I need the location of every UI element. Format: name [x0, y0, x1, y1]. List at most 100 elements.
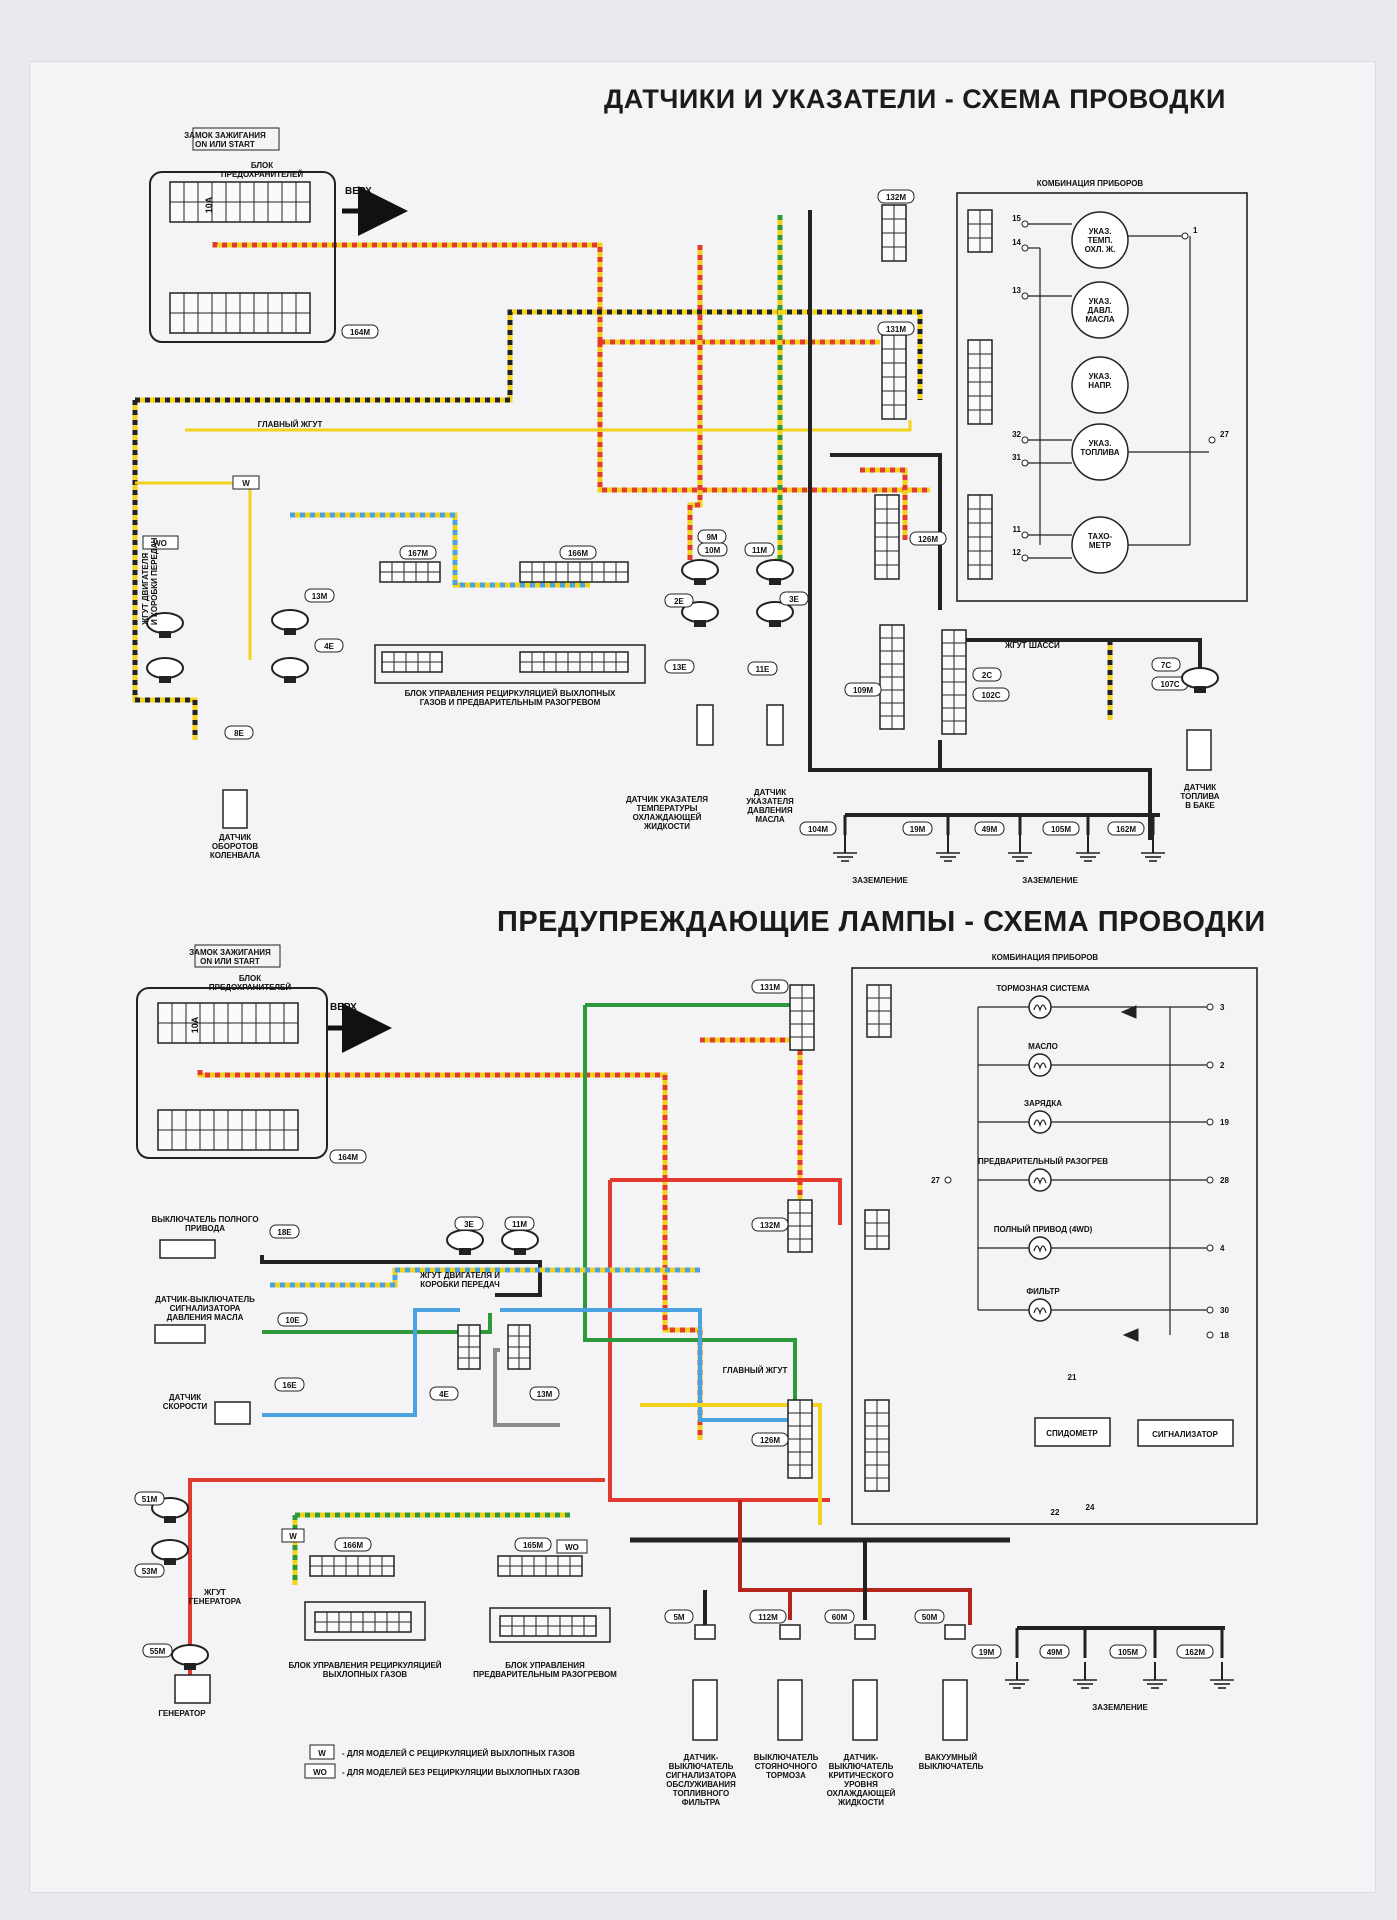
- conn-right-3: [864, 1209, 890, 1250]
- c165m-label-tag: [514, 1537, 552, 1552]
- lamp-feed-2: [700, 1037, 803, 1210]
- vacuum-switch-label-line: ВЫКЛЮЧАТЕЛЬ: [919, 1762, 984, 1771]
- c53m-code: 53M: [142, 1567, 158, 1576]
- cluster-pin: [1021, 459, 1029, 467]
- c13m-2-code-line: 13M: [537, 1390, 553, 1399]
- c166m-label-tag: [559, 545, 597, 560]
- c166m-2-label-code: 166M: [343, 1541, 363, 1550]
- c11m-2-code-line: 11M: [512, 1220, 527, 1229]
- c18e-code-line: 18E: [277, 1228, 292, 1237]
- ground-label-1: ЗАЗЕМЛЕНИЕ: [852, 876, 908, 885]
- yellow-main-base: [185, 420, 912, 432]
- fuel-filter-switch: [692, 1679, 718, 1741]
- c2c-label-tag: [972, 667, 1002, 682]
- yellow-black-2: [132, 400, 198, 740]
- ground-tag-0-tag: [799, 821, 837, 836]
- fuse-block-bottom: [136, 987, 328, 1159]
- ignition-switch-box: [192, 127, 280, 151]
- ground-tag-2-0-tag: [971, 1644, 1002, 1659]
- oil-switch-label-line: СИГНАЛИЗАТОРА: [170, 1304, 241, 1313]
- cluster-pin-number-line: 31: [1012, 453, 1021, 462]
- c18e-code: 18E: [277, 1228, 292, 1237]
- lamp-cluster-label: КОМБИНАЦИЯ ПРИБОРОВ: [992, 953, 1099, 962]
- speedo-pin-21: 21: [1068, 1373, 1077, 1382]
- cluster-pin-number-line: 11: [1013, 525, 1022, 534]
- glow-unit-pins: [499, 1615, 597, 1637]
- legend-wo-text-line: - ДЛЯ МОДЕЛЕЙ БЕЗ РЕЦИРКУЛЯЦИИ ВЫХЛОПНЫХ…: [342, 1768, 580, 1777]
- fuel-filter-switch-plug: [694, 1624, 716, 1640]
- red-dashed-box-top-base: [610, 1178, 842, 1225]
- wo-tag-l-text: WO: [565, 1543, 579, 1552]
- c3e-code: 3E: [789, 595, 799, 604]
- glow-unit-label-line: ПРЕДВАРИТЕЛЬНЫМ РАЗОГРЕВОМ: [473, 1670, 617, 1679]
- legend-w-text: - ДЛЯ МОДЕЛЕЙ С РЕЦИРКУЛЯЦИЕЙ ВЫХЛОПНЫХ …: [342, 1749, 575, 1758]
- brake-lamp: [1028, 995, 1052, 1019]
- plug-2e-pin: [694, 620, 706, 627]
- lamp-pin-number-line: 28: [1220, 1176, 1229, 1185]
- plug-3e-2-pin: [459, 1248, 471, 1255]
- egr-unit-label-line: ГАЗОВ И ПРЕДВАРИТЕЛЬНЫМ РАЗОГРЕВОМ: [420, 698, 601, 707]
- fuel-sensor-label-line: ДАТЧИК: [1184, 783, 1216, 792]
- awd-lamp-label-line: ПОЛНЫЙ ПРИВОД (4WD): [994, 1225, 1093, 1234]
- c3e-code-line: 3E: [789, 595, 799, 604]
- gauge-oil: [1071, 281, 1129, 339]
- c166m-label-code: 166M: [568, 549, 588, 558]
- gauge-oil-text: УКАЗ.ДАВЛ.МАСЛА: [1085, 297, 1114, 324]
- coolant-level-switch-label-line: ВЫКЛЮЧАТЕЛЬ: [829, 1762, 894, 1771]
- gauge-temp-text-line: ОХЛ. Ж.: [1085, 245, 1116, 254]
- oil-sensor: [766, 704, 784, 746]
- egr-unit-2-label-line: БЛОК УПРАВЛЕНИЯ РЕЦИРКУЛЯЦИЕЙ: [288, 1661, 441, 1670]
- speed-sensor-label-line: СКОРОСТИ: [163, 1402, 208, 1411]
- main-harness-label-g-line: ГЛАВНЫЙ ЖГУТ: [258, 420, 323, 429]
- ground-tag-3-code: 105M: [1051, 825, 1071, 834]
- preheat-lamp-label-line: ПРЕДВАРИТЕЛЬНЫЙ РАЗОГРЕВ: [978, 1157, 1108, 1166]
- coolant-level-switch-label-line: ДАТЧИК-: [844, 1753, 879, 1762]
- ground-tag-0-code-line: 104M: [808, 825, 828, 834]
- lamp-pin: [1206, 1176, 1214, 1184]
- wo-tag-g: [142, 535, 179, 550]
- generator-label: ГЕНЕРАТОР: [158, 1709, 206, 1718]
- c10e-code: 10E: [285, 1316, 300, 1325]
- c11m-code: 11M: [752, 546, 767, 555]
- yellow-main-2: [640, 1403, 822, 1525]
- conn-166m: [519, 561, 629, 583]
- crank-sensor-label-line: ДАТЧИК: [219, 833, 251, 842]
- ignition-switch-label-2-line: ЗАМОК ЗАЖИГАНИЯ: [189, 948, 271, 957]
- vacuum-switch-tag-tag: [914, 1609, 945, 1624]
- cluster-pin: [1021, 292, 1029, 300]
- cluster-pin-number: 12: [1012, 548, 1021, 557]
- c131m-2-label-code: 131M: [760, 983, 780, 992]
- c132m-label-code: 132M: [886, 193, 906, 202]
- c53m-code-line: 53M: [142, 1567, 158, 1576]
- cluster-pin: [1021, 554, 1029, 562]
- c2e-tag: [664, 593, 694, 608]
- c7c-code: 7C: [1161, 661, 1171, 670]
- ground-tag-2-3-tag: [1176, 1644, 1214, 1659]
- egr-unit-2: [304, 1601, 426, 1641]
- coolant-level-switch-tag-code-line: 60M: [832, 1613, 848, 1622]
- c131m-label-tag: [877, 321, 915, 336]
- c13m-g-code: 13M: [312, 592, 328, 601]
- c11m-2-code: 11M: [512, 1220, 527, 1229]
- gray-wire-base: [493, 1348, 560, 1427]
- brake-lamp-filament: [1033, 1004, 1047, 1013]
- c7c-code-line: 7C: [1161, 661, 1171, 670]
- coolant-level-switch-label-line: ЖИДКОСТИ: [837, 1798, 884, 1807]
- c166m-2-label-tag: [334, 1537, 372, 1552]
- red-dashed-left-base: [608, 1180, 830, 1502]
- c164m-2-code: 164M: [338, 1153, 358, 1162]
- coolant-level-switch-tag-code: 60M: [832, 1613, 848, 1622]
- c107c-code: 107C: [1160, 680, 1179, 689]
- coolant-level-switch-plug: [854, 1624, 876, 1640]
- w-tag-l: [281, 1528, 305, 1543]
- conn-167m: [379, 561, 441, 583]
- lamp-pin-number-line: 18: [1220, 1331, 1229, 1340]
- gauge-fuel-text: УКАЗ.ТОПЛИВА: [1080, 439, 1119, 457]
- filter-lamp-label-line: ФИЛЬТР: [1026, 1287, 1060, 1296]
- fuel-sensor-label-line: В БАКЕ: [1185, 801, 1215, 810]
- fuel-filter-switch-tag-tag: [664, 1609, 694, 1624]
